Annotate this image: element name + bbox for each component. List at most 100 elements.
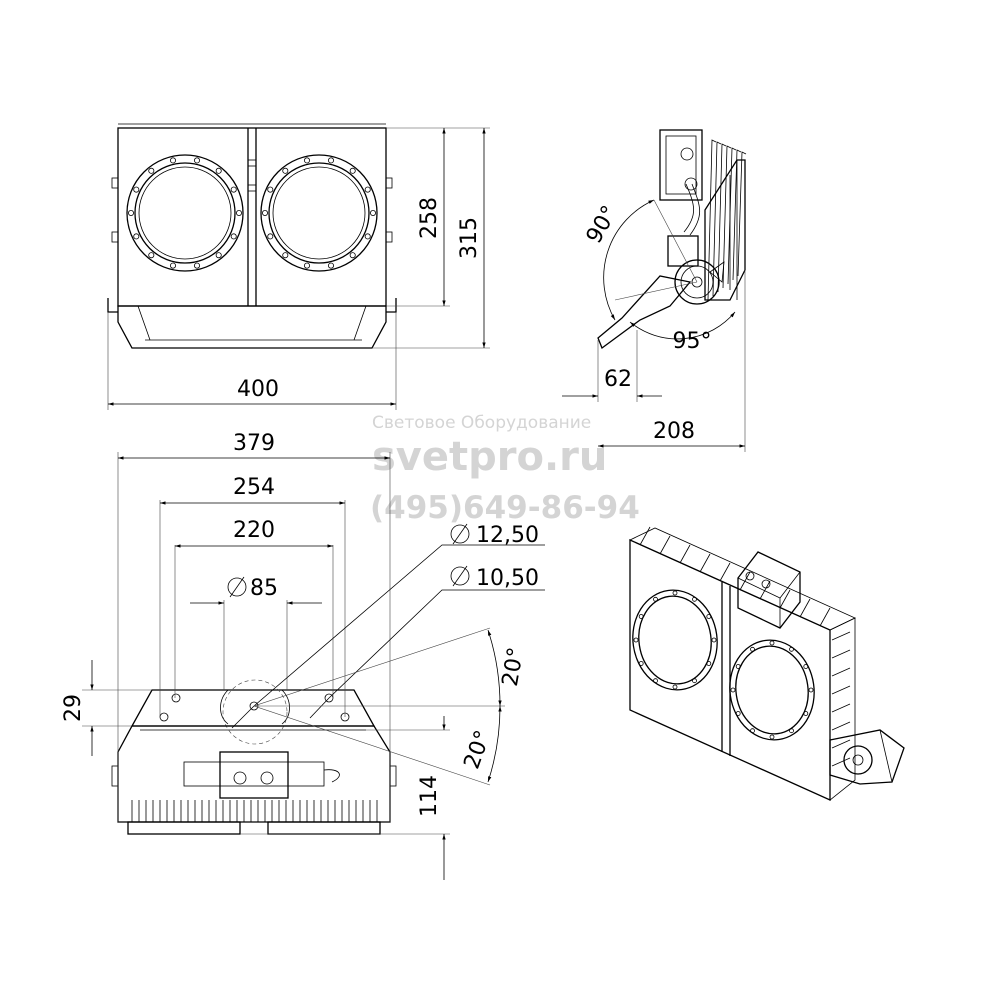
dim-angle-20-top: 20°	[498, 645, 529, 688]
fin	[831, 721, 851, 731]
bolt	[349, 167, 356, 174]
diameter-icon	[450, 523, 470, 545]
lens-left	[126, 154, 244, 272]
bolt	[230, 233, 237, 240]
diameter-icon	[450, 565, 470, 587]
bolt	[148, 167, 155, 174]
bolt	[267, 186, 274, 193]
top-junction-box	[219, 751, 289, 799]
fin	[737, 151, 747, 277]
bolt	[327, 157, 334, 164]
iso-bracket	[829, 729, 905, 785]
watermark-site: svetpro.ru	[372, 434, 607, 480]
dim-angle-95: 95°	[673, 329, 712, 354]
dim-208: 208	[653, 419, 695, 444]
dim-dia-10-50: 10,50	[476, 566, 539, 591]
front-body	[117, 127, 387, 307]
fin	[831, 703, 851, 713]
bolt	[808, 687, 814, 693]
dim-29: 29	[61, 694, 86, 722]
iso-pivot	[843, 745, 873, 775]
fin	[799, 598, 811, 618]
dim-62: 62	[604, 367, 632, 392]
fin	[712, 141, 722, 297]
bolt	[750, 728, 755, 734]
pivot-wheel	[674, 259, 720, 305]
heatsink-fins	[707, 139, 747, 301]
dim-315: 315	[457, 217, 482, 259]
bolt	[750, 646, 755, 652]
bolt	[803, 664, 809, 669]
bolt	[638, 614, 644, 619]
fin	[831, 649, 851, 659]
iso-heatsink-fins	[639, 526, 851, 767]
bolt	[133, 186, 140, 193]
fin	[779, 589, 791, 609]
isometric-view	[629, 526, 905, 802]
watermark: Световое Оборудование svetpro.ru (495)64…	[370, 413, 640, 526]
bolt	[127, 209, 134, 216]
fin	[831, 757, 851, 767]
bolt	[789, 646, 794, 652]
bolt	[369, 209, 376, 216]
bolt	[735, 664, 741, 669]
bolt	[303, 262, 310, 269]
bolt	[303, 157, 310, 164]
bolt	[169, 262, 176, 269]
bolt	[706, 661, 712, 666]
fin	[659, 535, 671, 555]
dim-angle-90: 90°	[582, 202, 623, 248]
dim-379: 379	[233, 431, 275, 456]
fin	[707, 139, 717, 301]
bolt	[711, 637, 717, 643]
bolt	[672, 684, 678, 690]
fin	[719, 562, 731, 582]
front-tray	[107, 298, 397, 349]
bolt	[692, 596, 697, 602]
top-view: 379 254 220 85 12,50 10,50	[61, 431, 545, 880]
bolt	[803, 711, 809, 716]
dim-dia-12-50: 12,50	[476, 523, 539, 548]
bolt	[769, 640, 775, 646]
front-view: 258 315 400	[107, 123, 490, 410]
top-heatsink-fins	[131, 800, 378, 822]
bolt	[653, 678, 658, 684]
watermark-company: Световое Оборудование	[372, 413, 591, 433]
bolt	[789, 728, 794, 734]
bolt	[364, 233, 371, 240]
bolt	[730, 687, 736, 693]
bolt	[148, 252, 155, 259]
iso-lens-left	[632, 589, 718, 691]
fin	[831, 667, 851, 677]
bolt	[215, 252, 222, 259]
bolt	[327, 262, 334, 269]
fin	[717, 143, 727, 293]
fin	[732, 149, 742, 281]
bolt	[653, 596, 658, 602]
fin	[831, 685, 851, 695]
lens-right	[260, 154, 378, 272]
dim-258: 258	[417, 197, 442, 239]
dim-dia-85: 85	[250, 576, 278, 601]
bolt	[282, 252, 289, 259]
junction-box	[659, 129, 703, 201]
bolt	[638, 661, 644, 666]
fin	[819, 607, 831, 627]
bolt	[282, 167, 289, 174]
fin	[831, 739, 851, 749]
bolt	[364, 186, 371, 193]
fin	[722, 145, 732, 289]
bolt	[349, 252, 356, 259]
side-view: 90° 95° 62 208	[562, 129, 747, 452]
bolt	[215, 167, 222, 174]
watermark-phone: (495)649-86-94	[370, 490, 640, 526]
top-bracket-plate	[130, 689, 376, 727]
fin	[699, 553, 711, 573]
bolt	[133, 233, 140, 240]
bolt	[735, 711, 741, 716]
bolt	[672, 590, 678, 596]
bolt	[193, 262, 200, 269]
bolt	[230, 186, 237, 193]
bolt	[267, 233, 274, 240]
